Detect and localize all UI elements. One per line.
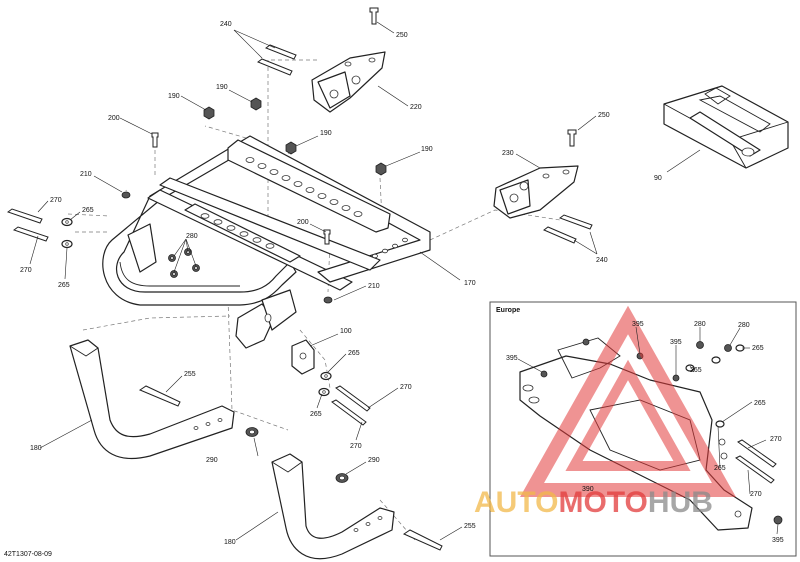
callout-230: 230 xyxy=(502,150,514,157)
callout-200-a: 200 xyxy=(108,115,120,122)
document-code: 42T1307-08-09 xyxy=(4,551,52,558)
inset-callout-395-c: 395 xyxy=(670,339,682,346)
left-rail xyxy=(159,177,381,271)
callout-265-d: 265 xyxy=(310,411,322,418)
nuts-190 xyxy=(203,97,387,176)
bolts-240-top xyxy=(256,44,297,76)
bolts-270 xyxy=(6,208,371,426)
inset-callout-265-b: 265 xyxy=(690,367,702,374)
callout-270-d: 270 xyxy=(350,443,362,450)
callout-290-upper: 290 xyxy=(206,457,218,464)
tool-kit-90 xyxy=(663,85,789,169)
nuts-280 xyxy=(168,248,200,278)
callout-265-b: 265 xyxy=(58,282,70,289)
callout-190-c: 190 xyxy=(320,130,332,137)
callout-210-a: 210 xyxy=(80,171,92,178)
callout-200-b: 200 xyxy=(297,219,309,226)
callout-270-b: 270 xyxy=(20,267,32,274)
washers-265 xyxy=(61,217,332,397)
callout-290-lower: 290 xyxy=(368,457,380,464)
callout-270-c: 270 xyxy=(400,384,412,391)
callout-220: 220 xyxy=(410,104,422,111)
callout-255-upper: 255 xyxy=(184,371,196,378)
inset-callout-395-b: 395 xyxy=(632,321,644,328)
callout-190-b: 190 xyxy=(216,84,228,91)
bracket-230 xyxy=(493,165,579,219)
callout-265-c: 265 xyxy=(348,350,360,357)
rack-frame xyxy=(102,135,431,349)
bolts-240-right xyxy=(543,214,593,244)
footrest-180-lower xyxy=(271,453,395,560)
callout-labels: 240 250 190 190 220 200 190 190 210 270 … xyxy=(20,21,784,546)
watermark: AUTOMOTOHUB xyxy=(474,305,736,519)
callout-90: 90 xyxy=(654,175,662,182)
callout-280: 280 xyxy=(186,233,198,240)
footrest-180-upper xyxy=(69,339,235,460)
inset-callout-270-a: 270 xyxy=(770,436,782,443)
callout-180-upper: 180 xyxy=(30,445,42,452)
callout-270-a: 270 xyxy=(50,197,62,204)
callout-210-b: 210 xyxy=(368,283,380,290)
callout-240-top: 240 xyxy=(220,21,232,28)
watermark-text-hub: HUB xyxy=(648,486,713,519)
callout-190-d: 190 xyxy=(421,146,433,153)
bracket-220 xyxy=(311,51,386,113)
callout-190-a: 190 xyxy=(168,93,180,100)
inset-callout-390: 390 xyxy=(582,486,594,493)
bolt-255-upper xyxy=(138,385,181,407)
callout-100: 100 xyxy=(340,328,352,335)
bolt-250-top xyxy=(369,7,379,25)
callout-250-top: 250 xyxy=(396,32,408,39)
bolts-200 xyxy=(151,132,331,245)
europe-hardware xyxy=(540,338,783,525)
nut-290-lower xyxy=(335,473,349,483)
bracket-100 xyxy=(291,339,315,375)
cross-beam-holes xyxy=(245,157,363,217)
callout-255-lower: 255 xyxy=(464,523,476,530)
callout-250-right: 250 xyxy=(598,112,610,119)
callout-240-right: 240 xyxy=(596,257,608,264)
front-tube xyxy=(102,141,297,306)
inset-callout-280-b: 280 xyxy=(738,322,750,329)
callout-170: 170 xyxy=(464,280,476,287)
inset-callout-395-d: 395 xyxy=(772,537,784,544)
inset-callout-270-b: 270 xyxy=(750,491,762,498)
callout-265-a: 265 xyxy=(82,207,94,214)
inset-callout-265-a: 265 xyxy=(752,345,764,352)
watermark-text-moto: MOTO xyxy=(558,486,647,519)
inset-title: Europe xyxy=(496,307,520,314)
inset-callout-395-a: 395 xyxy=(506,355,518,362)
bolt-255-lower xyxy=(402,529,443,551)
mount-post xyxy=(235,303,275,349)
watermark-text-auto: AUTO xyxy=(474,486,558,519)
nut-290-upper xyxy=(245,427,259,437)
inset-callout-265-d: 265 xyxy=(714,465,726,472)
inset-callout-280-a: 280 xyxy=(694,321,706,328)
svg-text:AUTOMOTOHUB: AUTOMOTOHUB xyxy=(474,486,713,519)
bolt-250-right xyxy=(567,129,577,147)
callout-180-lower: 180 xyxy=(224,539,236,546)
inset-callout-265-c: 265 xyxy=(754,400,766,407)
nuts-210 xyxy=(121,191,333,304)
leader-lines xyxy=(29,21,779,541)
